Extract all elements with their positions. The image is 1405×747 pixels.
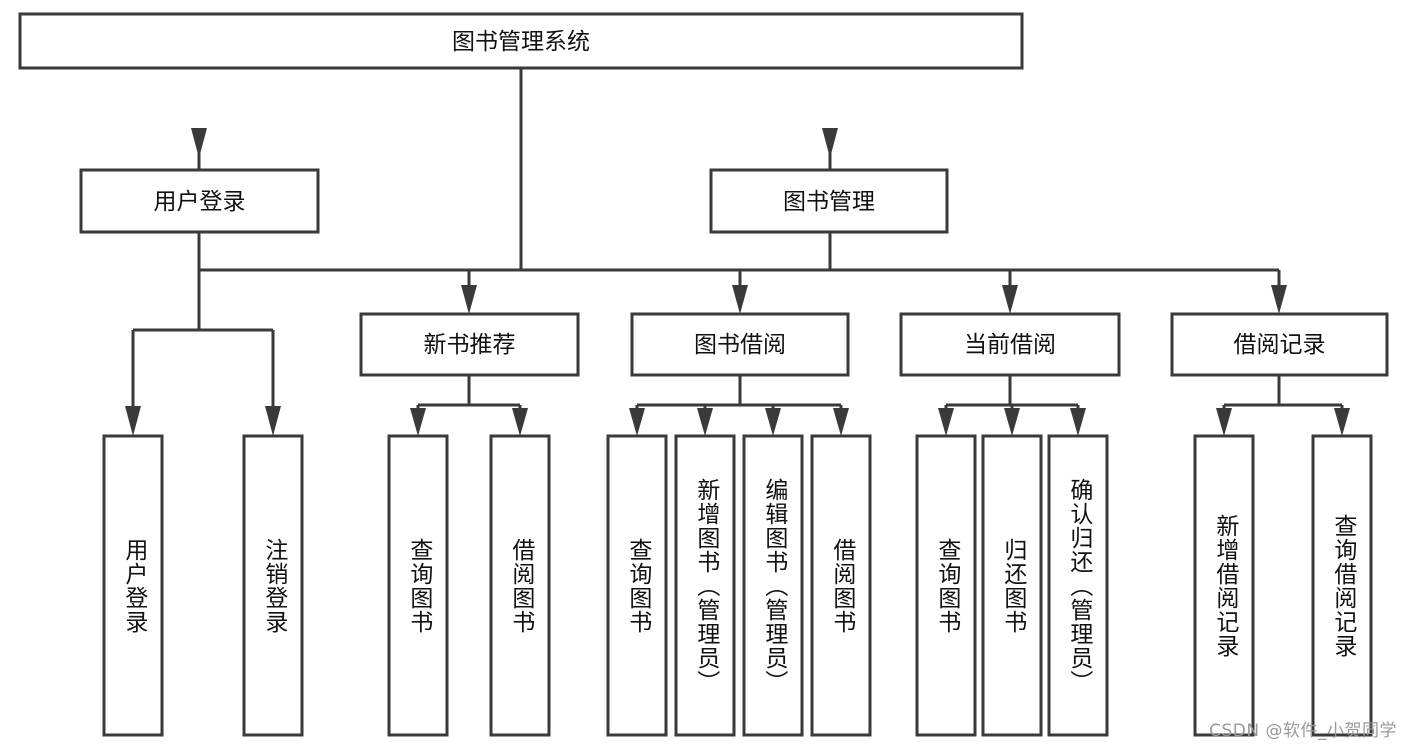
connectors-current-borrow-leaves: [938, 375, 1086, 436]
connectors-book-manage-subtree: [461, 232, 1287, 314]
node-label-user-login: 用户登录: [154, 189, 246, 215]
leaf-box-user-login-login[interactable]: [102, 434, 164, 737]
node-label-new-book-rec: 新书推荐: [424, 332, 516, 358]
arrowhead-cb-leaf-1: [938, 408, 954, 436]
leaf-box-cb-confirm-return[interactable]: [1047, 434, 1109, 737]
node-box-new-book-rec[interactable]: [359, 312, 580, 377]
arrowhead-book-manage: [822, 128, 838, 158]
node-box-book-manage[interactable]: [709, 168, 949, 234]
arrowhead-bb-leaf-2: [697, 408, 713, 436]
node-box-current-borrow[interactable]: [899, 312, 1121, 377]
arrowhead-user-login: [191, 128, 207, 158]
node-label-book-manage: 图书管理: [783, 189, 875, 215]
arrowhead-borrow-record: [1271, 285, 1287, 314]
leaf-box-bb-borrow-book[interactable]: [810, 434, 872, 737]
leaf-box-bb-add-book[interactable]: [674, 434, 736, 737]
node-box-user-login[interactable]: [79, 168, 320, 234]
arrowhead-new-book-rec: [461, 285, 477, 314]
leaf-box-bb-edit-book[interactable]: [742, 434, 804, 737]
arrowhead-bb-leaf-4: [833, 408, 849, 436]
leaf-box-br-add-record[interactable]: [1193, 434, 1255, 737]
node-box-root[interactable]: [18, 12, 1024, 70]
arrowhead-cb-leaf-3: [1070, 408, 1086, 436]
connectors-borrow-record-leaves: [1216, 375, 1350, 436]
leaf-box-cb-query-book[interactable]: [915, 434, 977, 737]
leaf-box-nbr-query-book[interactable]: [387, 434, 449, 737]
arrowhead-nbr-leaf-2: [512, 408, 528, 436]
arrowhead-leaf-logout: [265, 406, 281, 436]
node-box-borrow-record[interactable]: [1170, 312, 1389, 377]
csdn-watermark: CSDN @软件_小贺同学: [1209, 721, 1397, 741]
arrowhead-leaf-user-login: [125, 406, 141, 436]
arrowhead-bb-leaf-3: [765, 408, 781, 436]
leaf-box-bb-query-book[interactable]: [606, 434, 668, 737]
node-box-book-borrow[interactable]: [630, 312, 850, 377]
arrowhead-current-borrow: [1002, 285, 1018, 314]
arrowhead-book-borrow: [732, 285, 748, 314]
leaf-box-br-query-record[interactable]: [1311, 434, 1373, 737]
connectors-book-borrow-leaves: [629, 375, 849, 436]
leaf-box-cb-return-book[interactable]: [981, 434, 1043, 737]
leaf-box-user-login-logout[interactable]: [242, 434, 304, 737]
node-label-book-borrow: 图书借阅: [694, 332, 786, 358]
arrowhead-cb-leaf-2: [1004, 408, 1020, 436]
connectors-new-book-rec-leaves: [410, 375, 528, 436]
node-label-root: 图书管理系统: [452, 29, 590, 55]
node-label-borrow-record: 借阅记录: [1234, 332, 1326, 358]
node-label-current-borrow: 当前借阅: [964, 332, 1056, 358]
connectors-user-login-subtree: [125, 232, 281, 436]
arrowhead-bb-leaf-1: [629, 408, 645, 436]
arrowhead-nbr-leaf-1: [410, 408, 426, 436]
arrowhead-br-leaf-2: [1334, 408, 1350, 436]
leaf-box-nbr-borrow-book[interactable]: [489, 434, 551, 737]
arrowhead-br-leaf-1: [1216, 408, 1232, 436]
